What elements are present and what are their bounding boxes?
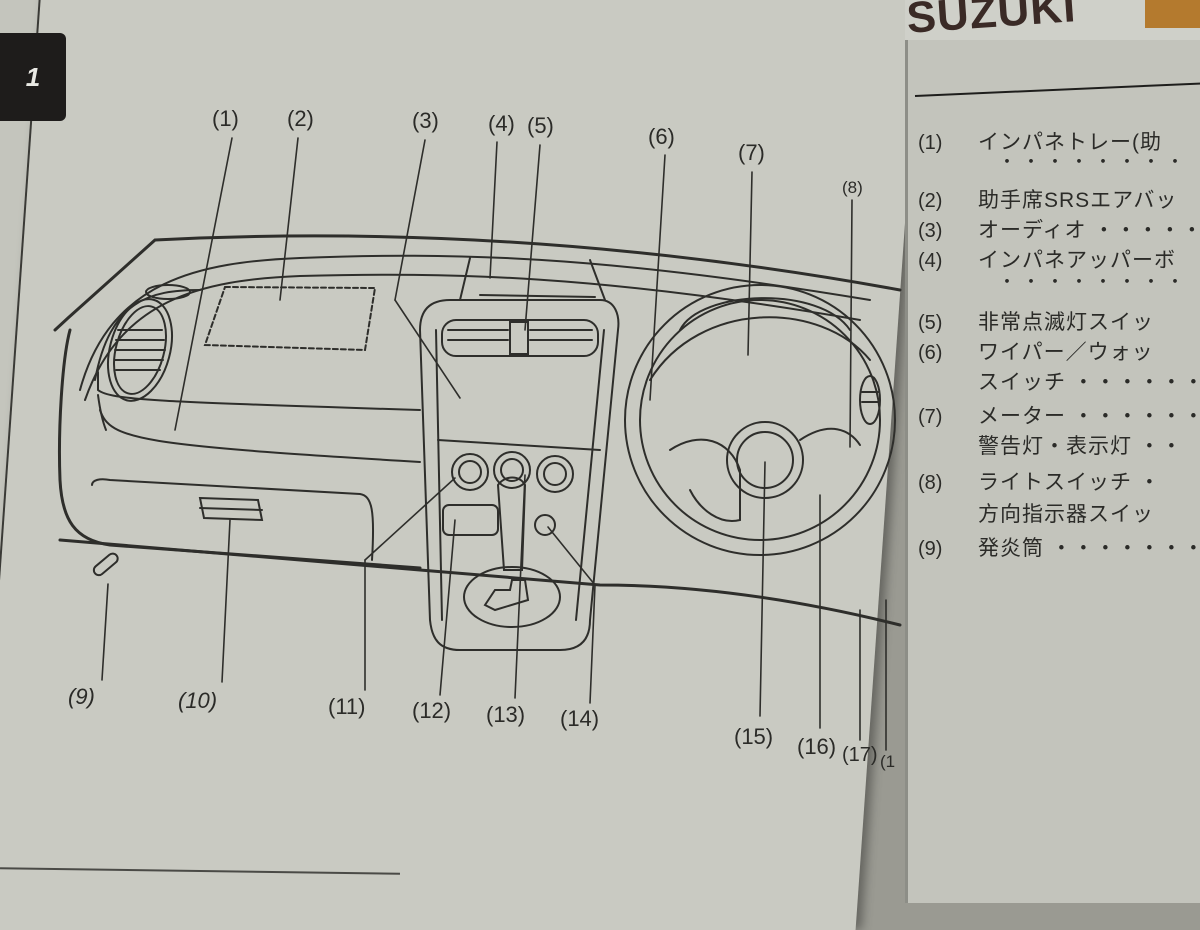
shift-lever — [496, 476, 527, 571]
legend-item-8: (8) ライトスイッチ ・ — [918, 471, 1161, 494]
callout-4: (4) — [488, 111, 515, 136]
ac-knob-right — [536, 455, 574, 493]
accessory-socket — [534, 514, 556, 536]
callout-12: (12) — [412, 698, 452, 723]
callout-17: (17) — [842, 744, 878, 766]
legend-item-6-line2: スイッチ ・・・・・・ — [978, 371, 1200, 394]
flare — [92, 552, 119, 577]
orange-cover-tab — [1145, 0, 1200, 28]
legend-item-3: (3) オーディオ ・・・・・ — [918, 219, 1200, 242]
legend-item-2: (2) 助手席SRSエアバッ — [918, 189, 1178, 212]
chapter-number: 1 — [25, 61, 41, 92]
legend-item-4-dots: ・・・・・・・・ — [998, 272, 1190, 292]
legend-item-1: (1) インパネトレー(助 — [918, 131, 1162, 154]
legend-item-7-line2: 警告灯・表示灯 ・・ — [978, 435, 1183, 458]
callout-10: (10) — [178, 688, 218, 713]
legend-item-8-line2: 方向指示器スイッ — [978, 503, 1154, 526]
callout-7: (7) — [738, 140, 765, 165]
legend-item-4: (4) インパネアッパーボ — [918, 249, 1176, 272]
legend-item-1-dots: ・・・・・・・・ — [998, 152, 1190, 172]
legend-item-9: (9) 発炎筒 ・・・・・・・ — [918, 537, 1200, 560]
console-pocket — [442, 504, 499, 536]
center-vents — [441, 319, 599, 357]
glovebox — [91, 478, 375, 561]
callout-8: (8) — [842, 178, 863, 197]
dash-top-outline — [53, 234, 902, 332]
callout-6: (6) — [648, 124, 675, 149]
legend-item-7: (7) メーター ・・・・・・ — [918, 405, 1200, 428]
legend-item-6: (6) ワイパー／ウォッ — [918, 341, 1154, 364]
callout-2: (2) — [287, 106, 314, 131]
right-vent — [859, 375, 881, 425]
callout-5: (5) — [527, 113, 554, 138]
callout-16: (16) — [797, 734, 837, 759]
ac-knob-center — [493, 451, 531, 489]
ac-knob-left — [451, 453, 489, 491]
dashboard-diagram — [53, 137, 902, 751]
callout-3: (3) — [412, 108, 439, 133]
left-vent — [107, 298, 173, 402]
right-page — [905, 0, 1200, 903]
hazard-switch — [509, 321, 529, 355]
callout-14: (14) — [560, 706, 600, 731]
steering-wheel — [624, 284, 896, 556]
callout-11: (11) — [328, 694, 366, 719]
airbag-area — [203, 285, 377, 352]
callout-18: (1 — [880, 752, 896, 771]
callout-9: (9) — [68, 684, 95, 709]
callout-1: (1) — [212, 106, 239, 131]
callout-15: (15) — [734, 724, 774, 749]
defrost-vent — [145, 284, 191, 300]
legend-item-5: (5) 非常点滅灯スイッ — [918, 311, 1154, 334]
callout-13: (13) — [486, 702, 526, 727]
chapter-tab: 1 — [0, 33, 66, 121]
